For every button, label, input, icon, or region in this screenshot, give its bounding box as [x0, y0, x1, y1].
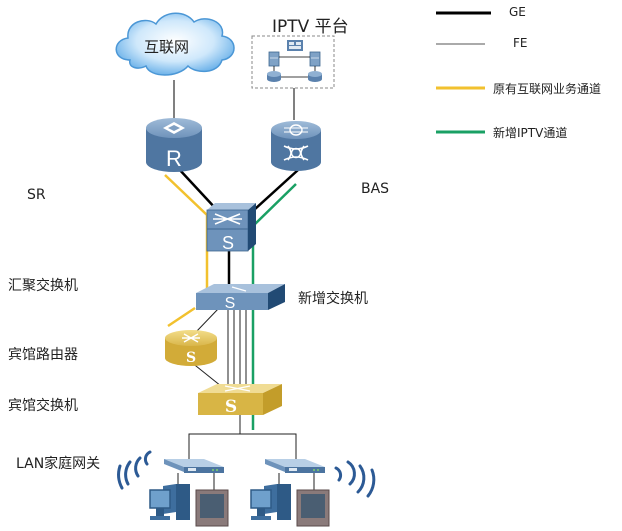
wifi-signal-icon [334, 460, 376, 498]
link-sr-agg [177, 167, 218, 211]
tv-icon [296, 489, 330, 527]
legend-label-ge: GE [509, 5, 526, 19]
iptv-platform-group [251, 35, 335, 89]
legend-label-iptv: 新增IPTV通道 [493, 126, 568, 140]
iptv-platform-label: IPTV 平台 [272, 17, 349, 37]
link-bas-agg [253, 169, 299, 211]
hotel-router-letter: S [186, 350, 196, 366]
sr-router-icon: R [146, 118, 202, 172]
new-switch-icon: S [196, 284, 285, 312]
bas-device-icon [271, 121, 321, 171]
link-new-router [195, 307, 220, 333]
hotel-switch-letter: S [225, 397, 237, 417]
tv-icon [195, 489, 229, 527]
legend-label-internet: 原有互联网业务通道 [493, 82, 602, 96]
gateway-device-icon [265, 459, 325, 473]
hotel-switch-icon: S [198, 384, 282, 417]
iptv-server-icon [287, 40, 303, 51]
agg-switch-letter: S [222, 233, 234, 253]
link-gateway-bus [188, 433, 297, 462]
aggregation-switch-label: 汇聚交换机 [8, 278, 78, 294]
iptv-router-left-icon [267, 71, 281, 82]
lan-gateway-label: LAN家庭网关 [16, 456, 101, 472]
legend [436, 11, 491, 134]
iptv-router-right-icon [308, 71, 322, 82]
iptv-platform-boundary [251, 35, 335, 89]
bas-label: BAS [361, 181, 390, 197]
aggregation-switch-icon: S [206, 203, 256, 253]
hotel-router-icon: S [165, 330, 217, 366]
legend-label-fe: FE [513, 36, 528, 50]
internet-path-line-lower [167, 306, 196, 328]
lan-gateway-left [117, 450, 229, 527]
lan-gateway-right [250, 459, 376, 527]
pc-icon [149, 484, 190, 520]
new-switch-letter: S [225, 295, 236, 312]
new-switch-label: 新增交换机 [298, 291, 368, 307]
wifi-signal-icon [117, 450, 152, 490]
hotel-switch-label: 宾馆交换机 [8, 398, 78, 414]
iptv-switch-right-icon [309, 51, 321, 67]
sr-label: SR [27, 187, 46, 203]
iptv-switch-left-icon [268, 51, 280, 67]
router-letter: R [166, 146, 182, 171]
hotel-router-label: 宾馆路由器 [8, 347, 78, 363]
internet-label: 互联网 [144, 38, 190, 56]
gateway-device-icon [164, 459, 224, 473]
pc-icon [250, 484, 291, 520]
internet-cloud-icon [115, 12, 235, 76]
